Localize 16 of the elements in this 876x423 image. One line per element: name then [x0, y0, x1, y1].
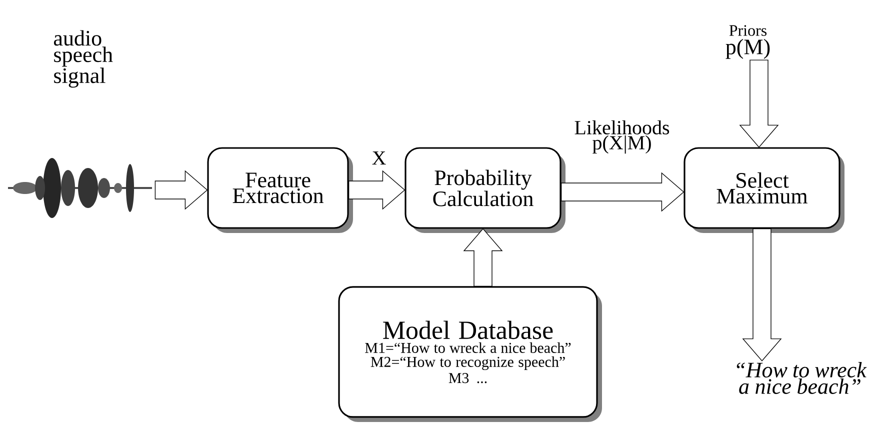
- process-box: Feature Extraction: [207, 147, 353, 233]
- process-box: Model Database M1=“How to wreck a nice beach” M2=“How to recognize speech” M3 ...: [338, 286, 602, 422]
- caption-text: audio speech signal: [54, 30, 113, 88]
- block-arrow: [463, 228, 503, 287]
- block-arrow: [742, 228, 782, 362]
- process-box: Select Maximum: [684, 147, 844, 233]
- block-arrow: [348, 170, 406, 210]
- edge-label: Likelihoods p(X|M): [574, 120, 670, 154]
- block-arrow: [154, 170, 208, 210]
- prior-label: Priors p(M): [726, 25, 770, 59]
- process-box: Probability Calculation: [404, 147, 566, 233]
- output-text: “How to wreck a nice beach”: [736, 362, 867, 394]
- block-arrow: [739, 60, 779, 148]
- edge-label: X: [372, 151, 386, 165]
- picture: [8, 158, 152, 218]
- block-arrow: [560, 172, 684, 212]
